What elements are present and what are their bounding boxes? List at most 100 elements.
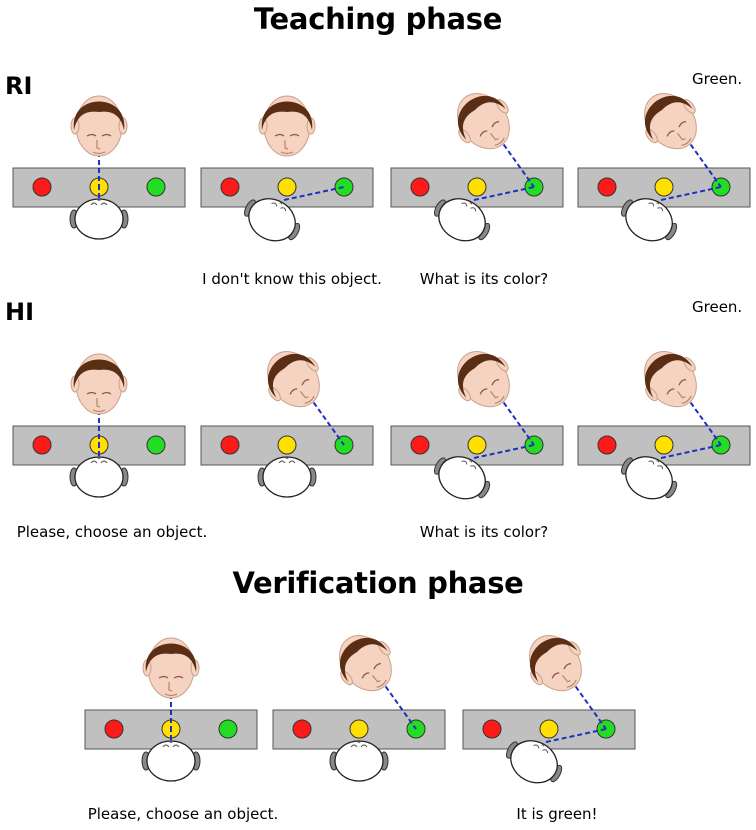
human-nose <box>656 460 659 463</box>
object-red <box>220 177 240 197</box>
verification-panel-1 <box>84 622 258 782</box>
verification-panel-3 <box>462 622 636 784</box>
robot-face <box>267 351 320 408</box>
verification-phase-title: Verification phase <box>232 566 524 600</box>
object-green <box>146 177 166 197</box>
human-nose <box>469 202 472 205</box>
human-brow <box>90 460 108 464</box>
robot-eyes <box>666 378 687 395</box>
robot-mouth <box>681 395 692 404</box>
scene-svg <box>84 637 258 782</box>
robot-mouth <box>304 395 315 404</box>
robot-nose <box>300 391 309 399</box>
scene-svg <box>462 635 636 784</box>
robot-hair <box>145 643 197 672</box>
robot-eyes <box>289 378 310 395</box>
robot-head <box>142 637 200 699</box>
caption-verification-panel-1: Please, choose an object. <box>87 805 279 823</box>
caption-hi-panel-4: Green. <box>692 298 743 316</box>
human-head <box>505 740 563 784</box>
robot-head <box>644 351 697 408</box>
row-label-hi: HI <box>5 298 35 326</box>
human-head <box>620 198 678 242</box>
human-head <box>620 456 678 500</box>
hi-panel-2 <box>200 338 374 498</box>
human-brow <box>461 202 477 212</box>
object-red <box>220 435 240 455</box>
scene-svg <box>390 93 564 242</box>
scene-svg <box>200 95 374 242</box>
robot-nose <box>372 675 381 683</box>
human-head <box>433 198 491 242</box>
human-skull <box>146 740 196 782</box>
object-yellow <box>349 719 369 739</box>
human-nose <box>97 457 101 460</box>
human-skull <box>262 456 312 498</box>
caption-hi-panel-1: Please, choose an object. <box>16 523 208 541</box>
robot-mouth <box>494 137 505 146</box>
robot-face <box>457 93 510 150</box>
caption-ri-panel-4: Green. <box>692 70 743 88</box>
scene-svg <box>577 93 751 242</box>
caption-ri-panel-3: What is its color? <box>419 270 549 288</box>
object-red <box>597 177 617 197</box>
robot-face <box>644 351 697 408</box>
robot-eyes <box>479 120 500 137</box>
object-green <box>334 177 354 197</box>
human-brow <box>90 202 108 206</box>
human-nose <box>279 202 282 205</box>
teaching-phase-title: Teaching phase <box>253 2 503 36</box>
robot-hair <box>530 638 578 682</box>
robot-hair <box>261 101 313 130</box>
robot-mouth <box>376 679 387 688</box>
robot-hair <box>458 354 506 398</box>
object-yellow <box>467 435 487 455</box>
ri-panel-1 <box>12 80 186 240</box>
human-skull <box>438 198 486 242</box>
object-green <box>146 435 166 455</box>
object-red <box>410 435 430 455</box>
robot-nose <box>168 682 173 692</box>
robot-gaze-line <box>380 679 417 730</box>
human-brow <box>648 202 664 212</box>
human-nose <box>169 741 173 744</box>
human-skull <box>510 740 558 784</box>
robot-head <box>70 95 128 157</box>
robot-face <box>457 351 510 408</box>
human-brow <box>648 460 664 470</box>
human-head <box>69 456 129 498</box>
object-yellow <box>654 177 674 197</box>
robot-mouth <box>92 151 106 155</box>
human-brow <box>278 460 296 464</box>
robot-gaze-line <box>498 395 535 446</box>
human-gaze-line <box>473 444 535 459</box>
object-yellow <box>277 435 297 455</box>
human-brow <box>461 460 477 470</box>
robot-gaze-line <box>570 679 607 730</box>
object-red <box>104 719 124 739</box>
object-yellow <box>539 719 559 739</box>
human-skull <box>625 456 673 500</box>
human-gaze-line <box>545 728 607 743</box>
robot-eyes <box>479 378 500 395</box>
human-gaze-line <box>283 186 345 201</box>
caption-verification-panel-3: It is green! <box>516 805 598 823</box>
human-nose <box>285 457 289 460</box>
human-gaze-line <box>660 186 722 201</box>
human-brow <box>533 744 549 754</box>
robot-mouth <box>566 679 577 688</box>
robot-gaze-line <box>685 395 722 446</box>
scene-svg <box>12 353 186 498</box>
robot-nose <box>96 140 101 150</box>
object-red <box>482 719 502 739</box>
object-green <box>218 719 238 739</box>
robot-mouth <box>280 151 294 155</box>
human-gaze-line <box>660 444 722 459</box>
robot-gaze-line <box>308 395 345 446</box>
robot-nose <box>96 398 101 408</box>
robot-nose <box>284 140 289 150</box>
robot-hair <box>268 354 316 398</box>
robot-eyes <box>158 675 184 679</box>
robot-eyes <box>86 391 112 395</box>
robot-mouth <box>92 409 106 413</box>
